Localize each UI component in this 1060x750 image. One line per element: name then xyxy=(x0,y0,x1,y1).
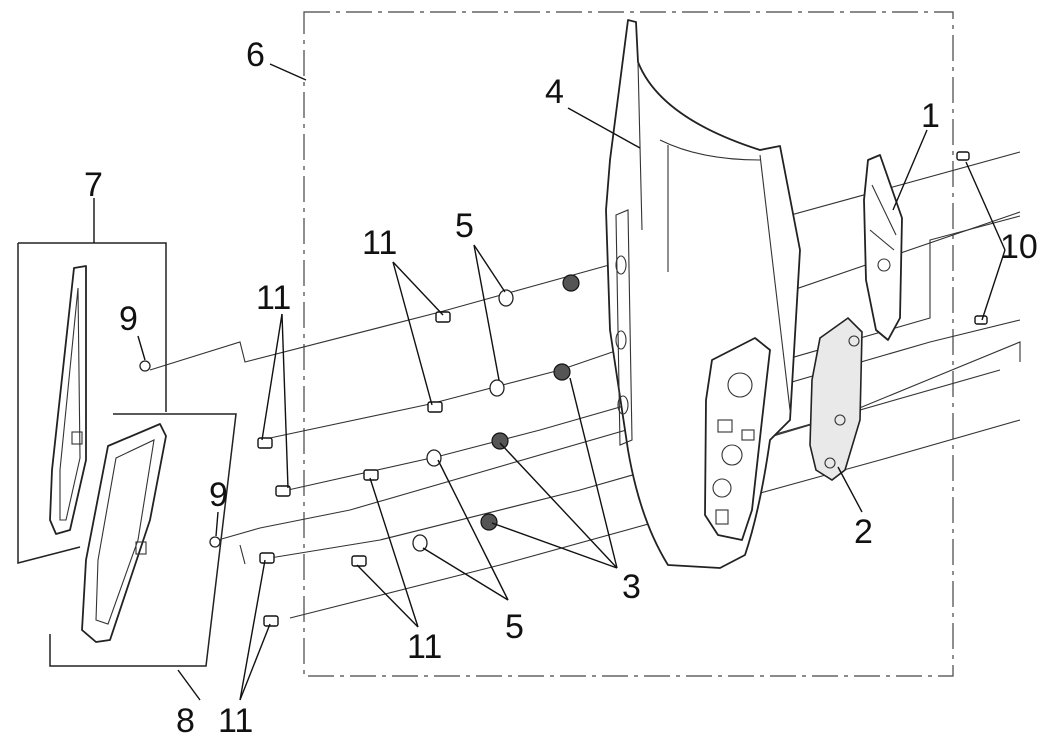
callout-5-bottom: 5 xyxy=(505,608,524,646)
callout-11-top-left: 11 xyxy=(256,279,291,317)
callout-2: 2 xyxy=(854,513,873,551)
panel-part-8 xyxy=(81,423,167,643)
callout-11-top-mid: 11 xyxy=(362,224,397,262)
fasteners xyxy=(139,151,988,627)
callout-labels: 1 2 3 4 5 5 6 7 8 9 9 10 11 11 11 11 xyxy=(84,36,1038,740)
nut-3 xyxy=(480,274,580,531)
windscreen-part-4 xyxy=(605,19,801,569)
leader-lines xyxy=(93,63,1006,701)
group-7-frame xyxy=(17,242,167,564)
callout-1: 1 xyxy=(921,97,940,135)
part-2 xyxy=(809,316,863,481)
assembly-frames xyxy=(17,11,954,677)
group-8-frame xyxy=(49,413,237,667)
callout-10: 10 xyxy=(1000,228,1038,266)
callout-11-bottom-mid: 11 xyxy=(407,628,442,666)
part-1 xyxy=(863,154,903,341)
bolt-11 xyxy=(257,311,451,627)
callout-11-bottom-left: 11 xyxy=(218,702,253,740)
group-6-frame xyxy=(303,11,954,677)
callout-4: 4 xyxy=(545,73,564,111)
panel-part-7 xyxy=(49,265,87,535)
screw-10 xyxy=(956,151,988,325)
callout-9-top: 9 xyxy=(119,300,138,338)
bracket-inner xyxy=(704,337,771,541)
washer-9-bottom xyxy=(209,536,221,548)
callout-7: 7 xyxy=(84,166,103,204)
washer-5 xyxy=(412,289,514,552)
callout-5-top: 5 xyxy=(455,207,474,245)
callout-3: 3 xyxy=(622,568,641,606)
washer-9-top xyxy=(139,360,151,372)
callout-9-bottom: 9 xyxy=(209,476,228,514)
callout-8: 8 xyxy=(176,702,195,740)
callout-6: 6 xyxy=(246,36,265,74)
